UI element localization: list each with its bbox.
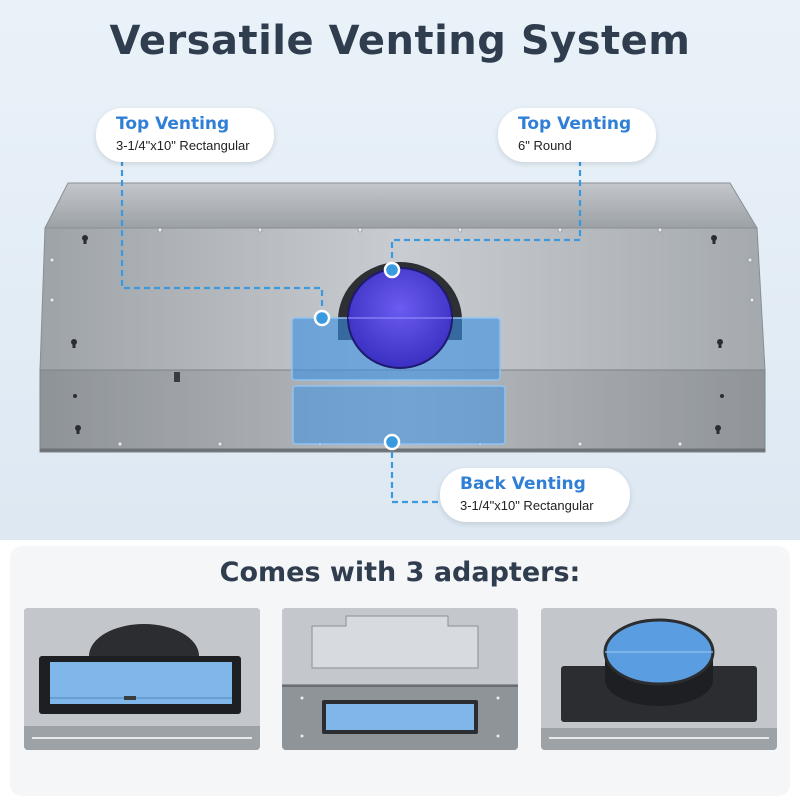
- callout-top-round-size: 6" Round: [518, 138, 572, 153]
- adapters-heading: Comes with 3 adapters:: [219, 557, 581, 588]
- page-title: Versatile Venting System: [109, 18, 691, 64]
- callout-top-round-title: Top Venting: [518, 114, 632, 134]
- callout-back-rect: Back Venting 3-1/4"x10" Rectangular: [440, 468, 630, 522]
- round-top-adapter-photo: [541, 608, 777, 750]
- callout-back-rect-title: Back Venting: [460, 474, 586, 494]
- rectangular-top-adapter-photo: [24, 608, 260, 750]
- callout-top-rect-size: 3-1/4"x10" Rectangular: [116, 138, 250, 153]
- callout-back-rect-size: 3-1/4"x10" Rectangular: [460, 498, 594, 513]
- connector-top-rect: [120, 150, 324, 316]
- hood-back-lip: [44, 182, 758, 229]
- back-rect-vent-highlight: [292, 385, 506, 445]
- callout-top-round: Top Venting 6" Round: [498, 108, 656, 162]
- connector-back-rect: [390, 442, 440, 504]
- callout-top-rect-title: Top Venting: [116, 114, 230, 134]
- connector-top-round: [390, 150, 582, 268]
- callout-top-rect: Top Venting 3-1/4"x10" Rectangular: [96, 108, 274, 162]
- range-hood-illustration: [39, 150, 766, 504]
- rectangular-back-adapter-photo: [282, 608, 518, 750]
